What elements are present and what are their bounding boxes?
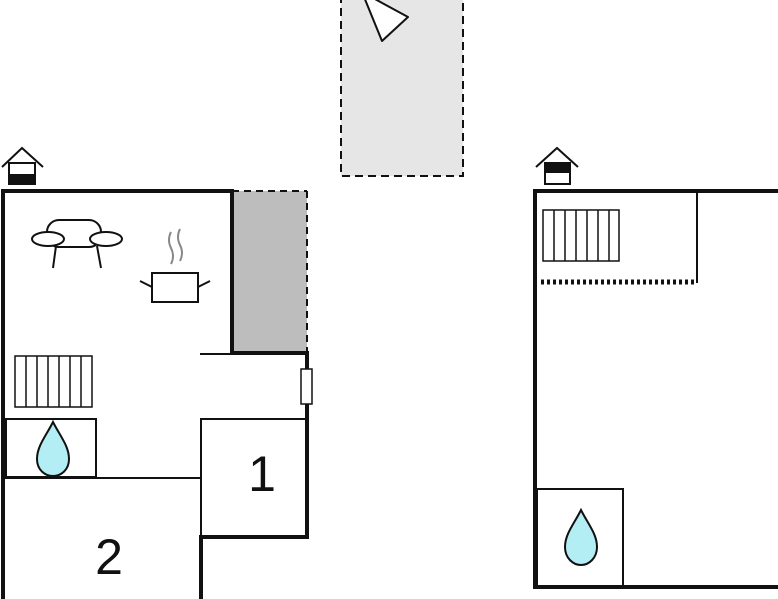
upper-floor-walls [533, 189, 778, 589]
upper-bathroom [536, 488, 624, 588]
annex-area [232, 191, 307, 353]
upper-floor-plan [533, 189, 778, 589]
stairs-icon [14, 355, 93, 408]
compass-arrow-icon [364, 0, 409, 42]
water-drop-icon-upper [563, 507, 599, 567]
ground-floor-plan: 1 2 [1, 189, 313, 599]
room-1-label: 1 [248, 446, 276, 502]
sofa-icon [31, 219, 123, 269]
terrace-area [340, 0, 464, 177]
water-drop-icon [35, 419, 71, 478]
room-1 [200, 418, 308, 538]
floor-level-house-icon-upper [535, 146, 579, 185]
stairs-icon-upper [542, 209, 620, 262]
floor-level-house-icon [1, 146, 44, 185]
cooking-pot-icon [139, 228, 211, 303]
window [300, 368, 313, 405]
room-2-label: 2 [95, 529, 123, 585]
